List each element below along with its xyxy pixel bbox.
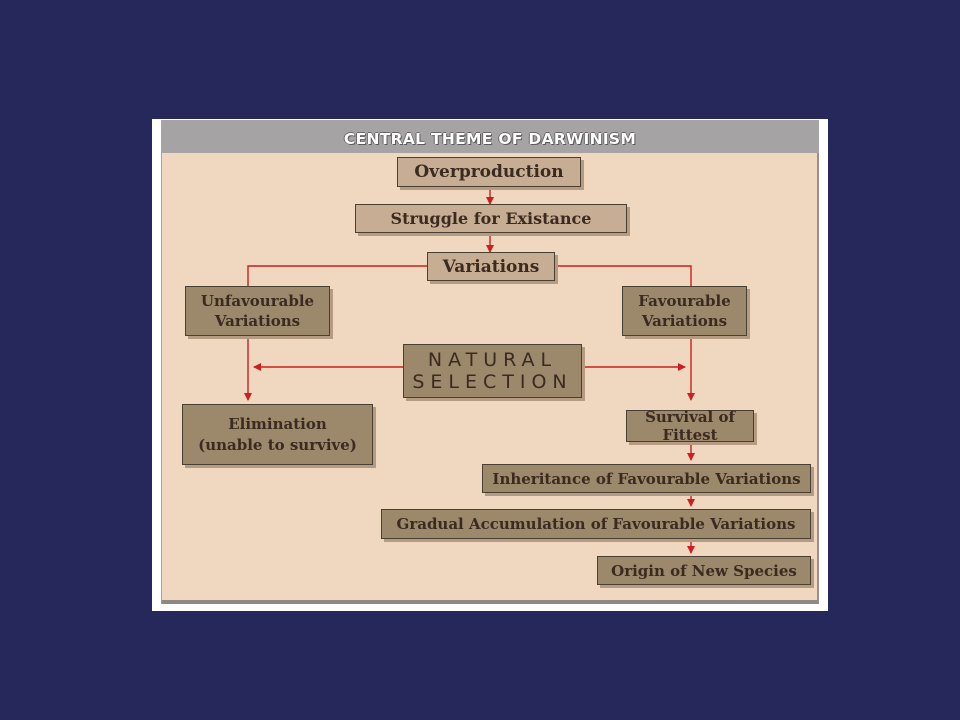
node-unfavourable-variations: Unfavourable Variations	[185, 286, 330, 336]
node-origin-of-new-species: Origin of New Species	[597, 556, 811, 585]
node-struggle-for-existance: Struggle for Existance	[355, 204, 627, 233]
diagram-title: CENTRAL THEME OF DARWINISM	[343, 130, 637, 148]
node-gradual-accumulation: Gradual Accumulation of Favourable Varia…	[381, 509, 811, 539]
node-overproduction: Overproduction	[397, 157, 581, 187]
node-variations: Variations	[427, 252, 555, 281]
node-favourable-variations: Favourable Variations	[622, 286, 747, 336]
node-inheritance: Inheritance of Favourable Variations	[482, 464, 811, 493]
title-bar	[161, 120, 819, 153]
node-elimination: Elimination (unable to survive)	[182, 404, 373, 465]
node-natural-selection: NATURAL SELECTION	[403, 344, 582, 398]
line-variations-unfavourable	[247, 265, 427, 286]
line-variations-favourable	[555, 265, 692, 286]
node-survival-of-fittest: Survival of Fittest	[626, 408, 754, 444]
